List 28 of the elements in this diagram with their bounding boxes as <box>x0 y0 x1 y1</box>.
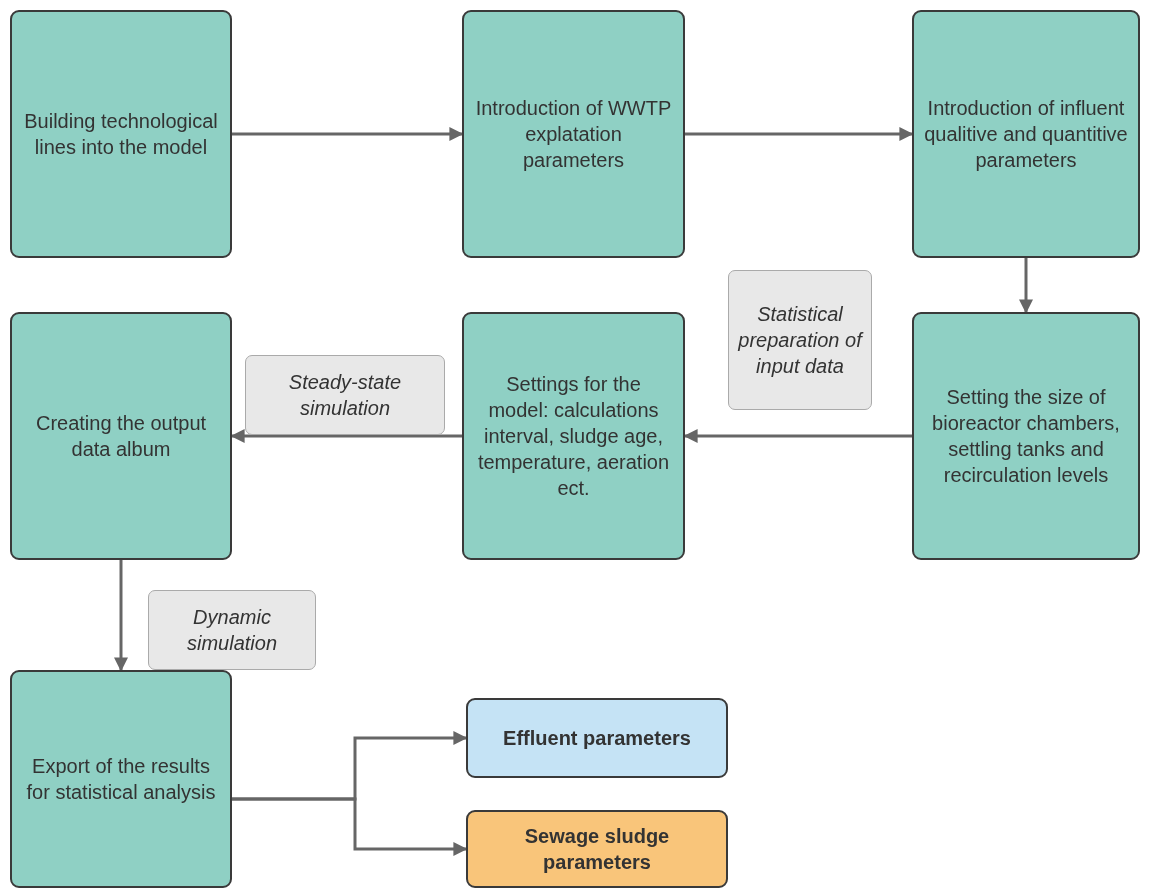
arrow <box>230 429 462 443</box>
process-box <box>462 10 685 258</box>
node-text: Creating the output data album <box>34 411 208 462</box>
process-box <box>462 312 685 560</box>
arrow <box>232 127 464 141</box>
process-box <box>912 10 1140 258</box>
edge-label: Steady-state simulation <box>245 355 445 435</box>
node-text: Setting the size of bioreactor chambers, settling tanks and recirculation levels <box>931 385 1121 488</box>
process-box <box>10 670 232 888</box>
arrow <box>232 797 468 856</box>
node-text: Effluent parameters <box>503 726 691 751</box>
edge-label: Dynamic simulation <box>148 590 316 670</box>
node-text: Introduction of influent qualitive and quantitive parameters <box>924 96 1128 173</box>
arrow <box>114 560 128 672</box>
node-text: Sewage sludge parameters <box>523 824 671 875</box>
node-text: Introduction of WWTP explatation parameters <box>474 96 673 173</box>
node-text: Settings for the model: calculations interval, sludge age, temperature, aeration ect. <box>476 372 671 501</box>
result-box <box>466 810 728 888</box>
result-box <box>466 698 728 778</box>
process-box <box>912 312 1140 560</box>
node-text: Building technological lines into the model <box>23 109 219 160</box>
edge-label: Statistical preparation of input data <box>728 270 872 410</box>
process-box <box>10 312 232 560</box>
arrow <box>683 429 912 443</box>
process-box <box>10 10 232 258</box>
arrow <box>1019 258 1033 314</box>
arrow <box>685 127 914 141</box>
node-text: Export of the results for statistical analysis <box>25 754 217 805</box>
